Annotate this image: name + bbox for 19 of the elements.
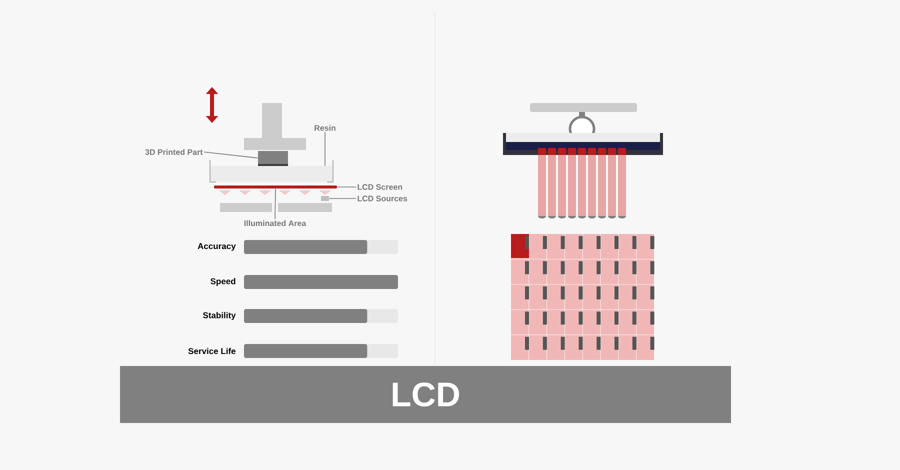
leader-label: Resin [314, 124, 336, 131]
leader-label: LCD Screen [358, 184, 402, 190]
leader-label: 3D Printed Part [145, 149, 203, 155]
leader-label: Illuminated Area [244, 220, 306, 226]
rating-label: Speed [210, 278, 236, 286]
printed-part [258, 151, 288, 166]
light-source [321, 196, 329, 201]
leader-line [324, 132, 326, 166]
leader-label: LCD Sources [358, 196, 408, 202]
rating-label: Service Life [188, 348, 236, 354]
leader-line [204, 152, 258, 158]
lcd-screen [214, 186, 337, 188]
leader-line [328, 198, 356, 199]
resin-vat [209, 159, 334, 183]
rating-label: Stability [203, 312, 236, 320]
rating-label: Accuracy [198, 243, 236, 251]
title-band: LCD [120, 366, 731, 423]
leader-line [336, 186, 356, 188]
leader-line [274, 188, 276, 220]
